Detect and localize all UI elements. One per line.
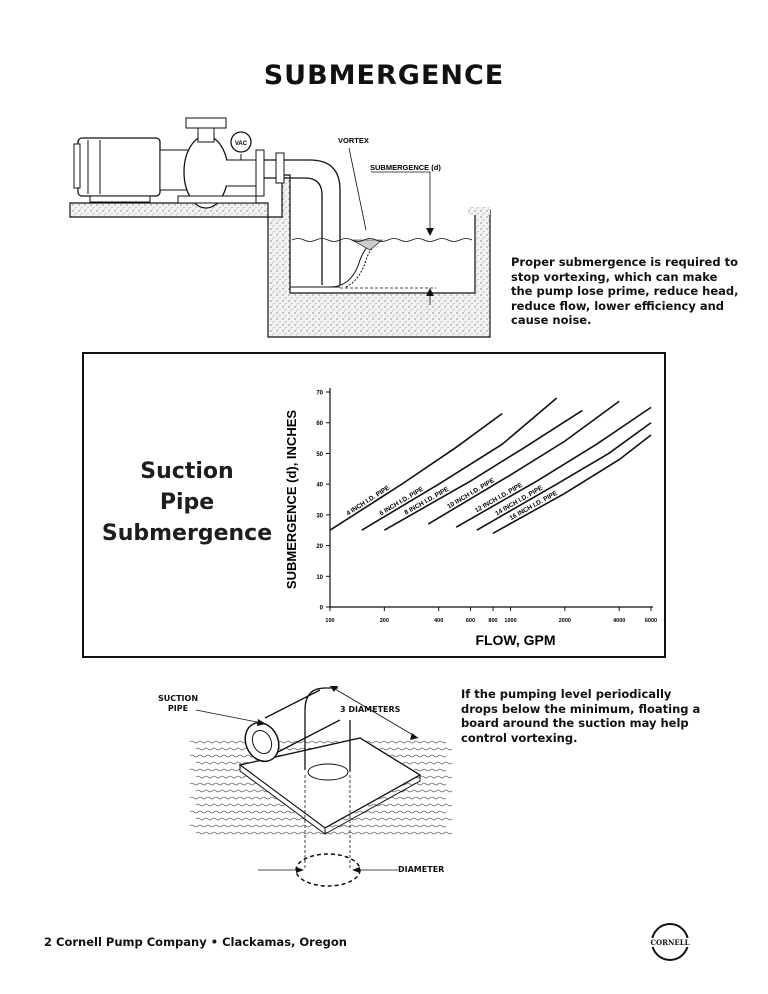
y-tick-label: 60 bbox=[316, 421, 323, 427]
suction-pipe-label: SUCTION PIPE bbox=[157, 694, 199, 713]
x-tick-label: 200 bbox=[380, 618, 389, 624]
side-title-line-2: Pipe bbox=[159, 490, 215, 515]
y-tick-label: 50 bbox=[316, 452, 323, 458]
y-tick-label: 0 bbox=[320, 606, 324, 612]
vortex-label: VORTEX bbox=[338, 136, 369, 145]
bottom-note: If the pumping level periodically drops … bbox=[461, 687, 701, 745]
water-surface bbox=[291, 238, 473, 242]
diameter-circle bbox=[295, 853, 361, 887]
series-line bbox=[476, 422, 652, 531]
series-line bbox=[329, 412, 503, 531]
board-diagram bbox=[189, 685, 453, 887]
x-tick-label: 2000 bbox=[559, 618, 571, 624]
series-line bbox=[492, 434, 652, 534]
y-tick-label: 70 bbox=[316, 391, 323, 397]
x-tick-label: 600 bbox=[466, 618, 475, 624]
ripple-line bbox=[189, 740, 447, 744]
vortex-leader bbox=[348, 147, 367, 231]
pump bbox=[177, 117, 265, 209]
series-line bbox=[383, 409, 583, 531]
y-tick-label: 30 bbox=[316, 513, 323, 519]
x-tick-label: 100 bbox=[325, 618, 334, 624]
side-title-line-3: Submergence bbox=[101, 521, 273, 546]
logo-text: CORNELL bbox=[649, 937, 691, 947]
x-tick-label: 6000 bbox=[645, 618, 657, 624]
three-diameters-label: 3 DIAMETERS bbox=[340, 705, 401, 714]
x-tick-label: 800 bbox=[488, 618, 497, 624]
y-tick-label: 10 bbox=[316, 575, 323, 581]
x-tick-label: 1000 bbox=[504, 618, 516, 624]
y-tick-label: 40 bbox=[316, 483, 323, 489]
x-tick-label: 4000 bbox=[613, 618, 625, 624]
chart-frame bbox=[82, 352, 666, 658]
y-axis-label: SUBMERGENCE (d), INCHES bbox=[284, 410, 299, 589]
diameter-label: DIAMETER bbox=[398, 865, 445, 874]
page-title: SUBMERGENCE bbox=[263, 60, 505, 91]
page-footer: 2 Cornell Pump Company • Clackamas, Oreg… bbox=[44, 935, 347, 949]
concrete-sump bbox=[69, 174, 491, 338]
x-tick-label: 400 bbox=[434, 618, 443, 624]
series-line bbox=[427, 400, 620, 525]
cornell-logo: CORNELL bbox=[649, 923, 691, 961]
pump-sump-diagram: VAC VORTEX SUBMERGENCE (d) bbox=[69, 117, 491, 338]
gauge-label: VAC bbox=[235, 141, 248, 147]
x-axis-label: FLOW, GPM bbox=[475, 632, 555, 648]
suction-pipe-top bbox=[264, 152, 383, 288]
top-note: Proper submergence is required to stop v… bbox=[511, 255, 739, 327]
submergence-label: SUBMERGENCE (d) bbox=[370, 163, 441, 172]
side-title-line-1: Suction bbox=[140, 459, 234, 484]
series-line bbox=[455, 406, 652, 528]
y-tick-label: 20 bbox=[316, 544, 323, 550]
series-line bbox=[361, 397, 558, 531]
vacuum-gauge: VAC bbox=[230, 131, 252, 153]
motor bbox=[73, 137, 189, 203]
chart-side-title: Suction Pipe Submergence bbox=[92, 456, 282, 549]
